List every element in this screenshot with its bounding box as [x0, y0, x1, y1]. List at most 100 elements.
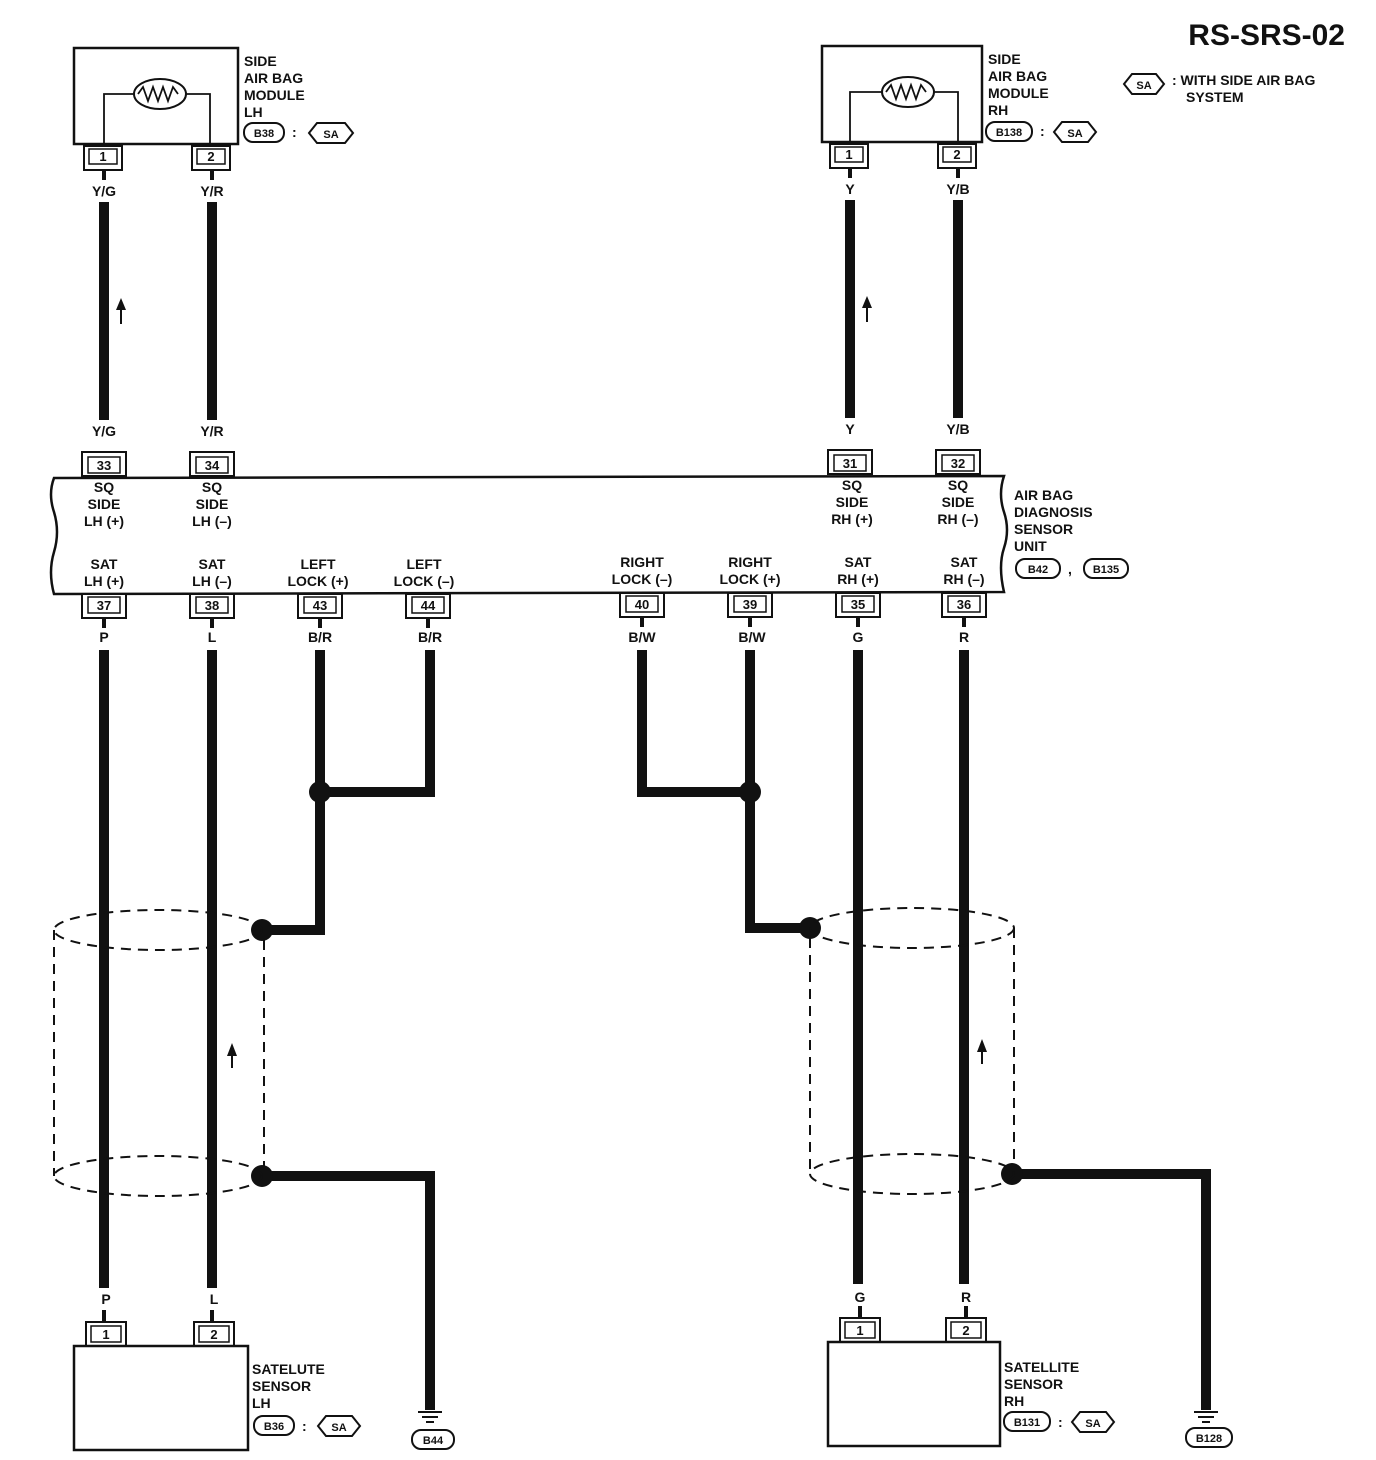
wire-color: Y [845, 181, 855, 197]
pin-label-line: SQ [948, 477, 968, 493]
connector-badge [1083, 558, 1129, 579]
pin-box [935, 449, 981, 475]
wire-b-w [637, 650, 750, 797]
wire-b-w-shield [745, 792, 810, 933]
splice-point [1001, 1163, 1023, 1185]
connector-id: B36 [264, 1421, 284, 1433]
pin-box-inner [841, 595, 875, 613]
pin-box [189, 451, 235, 477]
pin-number: 39 [743, 597, 757, 612]
pin-number: 1 [845, 147, 852, 162]
zigzag-resistor-icon [885, 82, 927, 102]
unit-pin-40: RIGHT LOCK (–) 40 B/W [612, 554, 673, 645]
pin-box-inner [411, 596, 445, 614]
module-label-line: LH [244, 104, 263, 120]
connector-id: B131 [1014, 1417, 1040, 1429]
unit-label-line: AIR BAG [1014, 487, 1073, 503]
pin-number: 32 [951, 456, 965, 471]
pin-label-line: SQ [202, 479, 222, 495]
connector-badge [1015, 558, 1061, 579]
pin-label-line: RIGHT [620, 554, 664, 570]
wire-color: R [959, 629, 969, 645]
module-internal-wire [934, 91, 959, 142]
connector-id: B138 [996, 127, 1022, 139]
sa-tag: SA [1085, 1418, 1100, 1430]
pin-label-line: LH (–) [192, 513, 232, 529]
current-direction-arrow [862, 296, 872, 322]
pin-number: 44 [421, 598, 436, 613]
module-internal-wire [849, 91, 882, 142]
splices [251, 781, 1023, 1187]
pin-box [81, 451, 127, 477]
module-label-line: SIDE [244, 53, 277, 69]
unit-pin-31: Y 31 SQ SIDE RH (+) [827, 421, 873, 527]
connector-id: B42 [1028, 564, 1048, 576]
pin-number: 40 [635, 597, 649, 612]
pin-label-line: LOCK (+) [287, 573, 348, 589]
sa-tag: SA [1067, 128, 1082, 140]
unit-pin-37: SAT LH (+) 37 P [81, 556, 127, 645]
wire-color: B/W [628, 629, 656, 645]
wire-color: B/W [738, 629, 766, 645]
wire-color: P [99, 629, 108, 645]
pin-number: 37 [97, 598, 111, 613]
side-airbag-module-rh: SIDE AIR BAG MODULE RH B138 : SA 1 2 Y Y… [820, 44, 1098, 197]
colon: : [302, 1418, 307, 1434]
unit-pin-35: SAT RH (+) 35 G [835, 554, 881, 645]
pin-box-inner [198, 1325, 230, 1343]
pin-box-inner [833, 454, 867, 472]
wire-color: L [210, 1291, 219, 1307]
legend-text-2: SYSTEM [1186, 89, 1244, 105]
separator: , [1068, 561, 1072, 577]
pin-label-line: SIDE [836, 494, 869, 510]
pin-label-line: SIDE [88, 496, 121, 512]
wire-color: L [208, 629, 217, 645]
sa-tag-shape [316, 1415, 362, 1437]
pin-number: 31 [843, 456, 857, 471]
pin-label-line: RH (+) [837, 571, 879, 587]
module-internal-wire [186, 93, 211, 144]
pin-number: 1 [99, 149, 106, 164]
connector-badge [411, 1429, 455, 1450]
ground-b128: B128 [1185, 1411, 1233, 1448]
colon: : [292, 124, 297, 140]
unit-pin-33: Y/G 33 SQ SIDE LH (+) [81, 423, 127, 529]
pin-label-line: RH (–) [943, 571, 984, 587]
connector-badge [243, 122, 285, 143]
legend-tag-shape [1122, 73, 1166, 95]
satellite-sensor-rh: G R 1 2 SATELLITE SENSOR RH B131 : SA [826, 1289, 1116, 1448]
pin-label-line: SAT [199, 556, 226, 572]
unit-pin-32: Y/B 32 SQ SIDE RH (–) [935, 421, 981, 527]
current-direction-arrow [227, 1043, 237, 1068]
lower-wires [99, 617, 1211, 1410]
unit-pin-43: LEFT LOCK (+) 43 B/R [287, 556, 348, 645]
shielded-cable-rh [809, 907, 1015, 1195]
sensor-label-line: SENSOR [1004, 1376, 1063, 1392]
pin-box-inner [303, 596, 337, 614]
zigzag-resistor-icon [137, 84, 179, 104]
wire-b-r [320, 650, 435, 797]
wire-color: B/R [418, 629, 442, 645]
pin-label-line: SAT [845, 554, 872, 570]
pin-box-inner [195, 456, 229, 474]
diagram-title: RS-SRS-02 [1188, 19, 1345, 52]
current-direction-arrow [977, 1039, 987, 1064]
sensor-label-line: SENSOR [252, 1378, 311, 1394]
wire-color: Y/G [92, 183, 116, 199]
pin-label-line: SAT [951, 554, 978, 570]
pin-label-line: LEFT [407, 556, 442, 572]
pin-box [619, 592, 665, 618]
unit-pin-39: RIGHT LOCK (+) 39 B/W [719, 554, 780, 645]
pin-box-inner [87, 596, 121, 614]
module-box [820, 44, 984, 144]
pin-label-line: RH (+) [831, 511, 873, 527]
wire-color: Y/G [92, 423, 116, 439]
pin-box [835, 592, 881, 618]
pin-number: 1 [856, 1323, 863, 1338]
shield-ground-wire [1012, 1169, 1211, 1410]
sensor-label-line: RH [1004, 1393, 1024, 1409]
pin-number: 1 [102, 1327, 109, 1342]
unit-label-line: DIAGNOSIS [1014, 504, 1093, 520]
pin-box-inner [87, 456, 121, 474]
